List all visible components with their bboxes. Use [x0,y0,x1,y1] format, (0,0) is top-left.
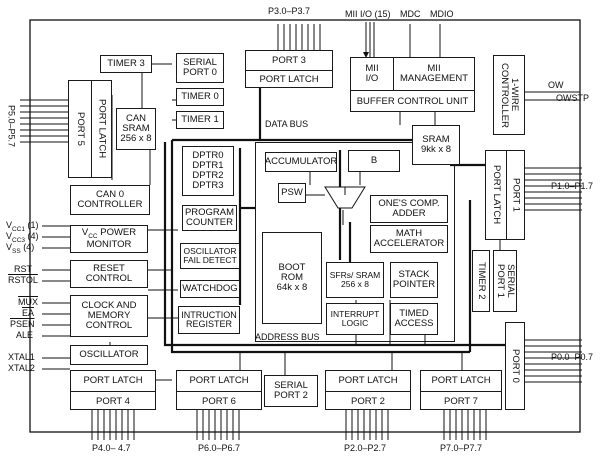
port4-block: PORT LATCH PORT 4 [70,370,156,410]
port3-label: PORT 3 [272,54,306,66]
pin-label-owstp: OWSTP [556,93,589,103]
address-bus-label: ADDRESS BUS [255,332,320,342]
vcc-power-monitor: VCC POWER MONITOR [70,225,148,253]
pin-label-xtal1: XTAL1 [8,352,35,362]
timer1-block: TIMER 1 [176,111,224,129]
port2-label: PORT 2 [326,391,410,411]
b-register-block: B [348,150,400,172]
pin-label-p6: P6.0–P6.7 [198,443,241,453]
port7-label: PORT 7 [421,391,501,411]
pin-label-ale: ALE [16,330,34,340]
oscillator-block: OSCILLATOR [70,345,148,365]
ones-comp-adder: ONE'S COMP.ADDER [370,195,448,223]
pin-label-ea: EA [22,308,35,318]
port5-block: PORT 5 PORT LATCH [68,80,112,178]
pin-label-rst: RST [14,264,32,274]
pin-label-mux: MUX [18,297,38,307]
port2-latch-label: PORT LATCH [338,375,398,387]
port0-block: PORT 0 [505,322,525,410]
pin-label-p1: P1.0–P1.7 [551,181,594,191]
pin-label-vcc1: VCC1 (1) [6,220,39,233]
port4-latch-label: PORT LATCH [83,375,143,387]
port5-label: PORT 5 [74,112,86,146]
accumulator-block: ACCUMULATOR [265,152,337,172]
port3-latch-label: PORT LATCH [246,70,332,89]
pin-label-vcc3: VCC3 (4) [6,231,39,244]
timer2-block: TIMER 2 [472,250,490,312]
timer0-block: TIMER 0 [176,88,224,106]
pin-label-p5-wrap: P5.0–P5.7 [4,104,18,148]
alu-symbol [324,186,366,209]
pin-label-mdio: MDIO [430,9,454,19]
pin-label-p5: P5.0–P5.7 [6,104,17,148]
port1-latch-label: PORT LATCH [490,165,502,225]
pin-label-p0: P0.0–P0.7 [551,352,594,362]
pin-label-rstol: RSTOL [8,275,38,285]
port1-label: PORT 1 [510,178,522,212]
pin-label-xtal2: XTAL2 [8,363,35,373]
port6-label: PORT 6 [177,391,261,411]
port1-block: PORT LATCH PORT 1 [485,150,525,240]
port7-latch-label: PORT LATCH [431,375,491,387]
chip-outline [29,19,581,433]
pin-label-ow: OW [548,80,564,90]
pin-label-mdc: MDC [400,9,421,19]
pin-label-p3: P3.0–P3.7 [268,6,311,16]
cpu-core-frame [255,142,455,342]
pin-label-psen: PSEN [10,319,35,329]
port2-block: PORT LATCH PORT 2 [325,370,411,410]
address-bus-line [163,142,505,347]
port3-block: PORT 3 PORT LATCH [245,50,333,88]
port5-latch-label: PORT LATCH [96,99,108,159]
data-bus-label: DATA BUS [265,119,309,129]
buffer-control-unit: BUFFER CONTROL UNIT [356,95,469,107]
port6-block: PORT LATCH PORT 6 [176,370,262,410]
port4-label: PORT 4 [71,391,155,411]
pin-label-p2: P2.0–P2.7 [344,443,387,453]
pin-label-p4: P4.0– 4.7 [92,443,131,453]
port7-block: PORT LATCH PORT 7 [420,370,502,410]
port6-latch-label: PORT LATCH [189,375,249,387]
watchdog-block: WATCHDOG [180,280,240,298]
pin-label-vss: VSS (4) [6,242,35,255]
timer3-block: TIMER 3 [100,55,152,73]
pin-label-mii-io: MII I/O (15) [345,9,391,19]
psw-block: PSW [278,183,306,203]
pin-label-p7: P7.0–P7.7 [440,443,483,453]
